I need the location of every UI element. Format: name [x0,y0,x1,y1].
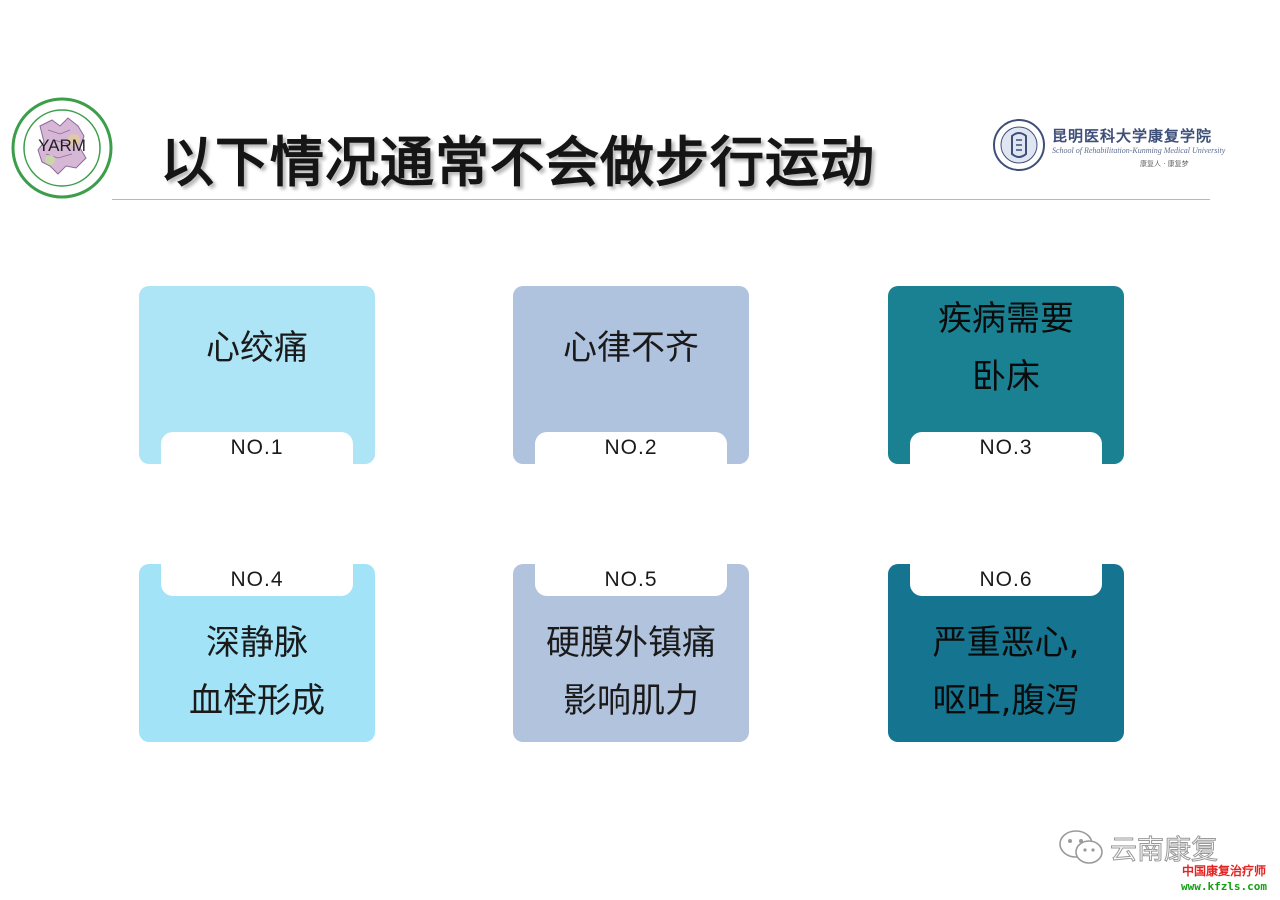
card-number: NO.4 [161,564,353,596]
wechat-account-name: 云南康复 [1110,835,1219,867]
university-logo: 昆明医科大学康复学院 School of Rehabilitation-Kunm… [992,118,1225,174]
wechat-watermark: 云南康复 [1058,826,1258,867]
site-name: 中国康复治疗师 [1181,864,1266,878]
card-text: 硬膜外镇痛影响肌力 [546,623,716,721]
site-watermark: 中国康复治疗师 www.kfzls.com [1168,864,1280,894]
university-seal-icon [993,119,1045,171]
card-3: 疾病需要卧床 NO.3 [888,286,1124,464]
wechat-icon [1059,830,1103,864]
card-text: 深静脉血栓形成 [189,623,325,721]
university-name: 昆明医科大学康复学院 [1052,127,1213,145]
card-number: NO.6 [910,564,1102,596]
card-number: NO.1 [161,432,353,464]
page-title: 以下情况通常不会做步行运动 [160,131,875,194]
card-text: 心绞痛 [206,328,308,368]
card-text: 疾病需要卧床 [938,299,1074,397]
card-6: NO.6 严重恶心,呕吐,腹泻 [888,564,1124,742]
university-english-name: School of Rehabilitation-Kunming Medical… [1052,146,1226,155]
card-text: 严重恶心,呕吐,腹泻 [932,623,1080,721]
card-2: 心律不齐 NO.2 [513,286,749,464]
card-number: NO.5 [535,564,727,596]
card-4: NO.4 深静脉血栓形成 [139,564,375,742]
title-divider [112,199,1210,200]
yarm-logo-text: YARM [38,136,86,155]
site-url: www.kfzls.com [1180,880,1268,893]
card-text: 心律不齐 [563,328,699,368]
card-5: NO.5 硬膜外镇痛影响肌力 [513,564,749,742]
card-1: 心绞痛 NO.1 [139,286,375,464]
yarm-logo-icon [11,97,113,199]
card-number: NO.2 [535,432,727,464]
yarm-logo: YARM [10,96,114,200]
card-number: NO.3 [910,432,1102,464]
university-motto: 康复人 · 康复梦 [1140,160,1189,168]
